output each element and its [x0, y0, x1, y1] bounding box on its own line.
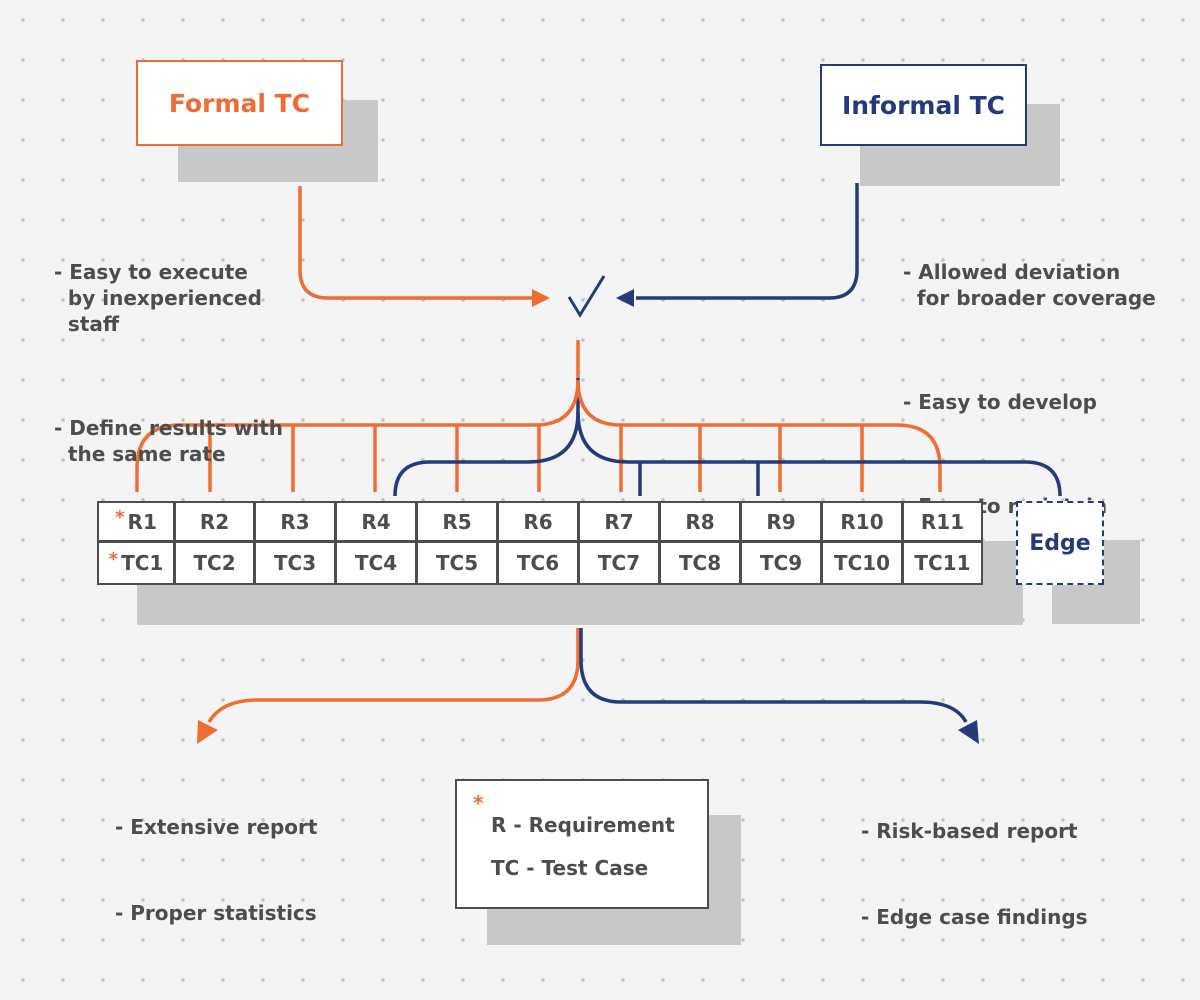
test-case-cell-label: TC9 [759, 551, 803, 575]
legend-test-case: TC - Test Case [491, 856, 649, 880]
requirement-cell: R3 [253, 503, 334, 543]
test-case-cell: TC5 [415, 543, 496, 583]
requirement-cell: R2 [173, 503, 253, 543]
requirement-cell-label: R1 [127, 509, 157, 534]
formal-outcome: - Extensive report [115, 815, 318, 839]
requirement-cell-label: R11 [920, 509, 965, 534]
test-case-cell-label: TC10 [833, 551, 891, 575]
requirement-cell-label: R5 [442, 509, 472, 534]
requirement-cell: R5 [415, 503, 496, 543]
test-case-cell: TC3 [253, 543, 334, 583]
legend-requirement: R - Requirement [491, 813, 675, 837]
test-case-cell: TC4 [334, 543, 415, 583]
requirement-cell: R11 [901, 503, 981, 543]
informal-outcome: - Risk-based report [861, 819, 1078, 843]
test-case-cell: TC8 [658, 543, 739, 583]
row-marker: * [115, 507, 125, 528]
test-case-cell: TC10 [820, 543, 901, 583]
requirement-cell-label: R9 [766, 509, 796, 534]
test-case-cell: TC2 [173, 543, 253, 583]
edge-label: Edge [1029, 530, 1091, 556]
informal-note: - Easy to develop [903, 390, 1097, 414]
formal-outcomes: - Extensive report - Proper statistics [115, 762, 317, 952]
test-case-cell-label: TC6 [516, 551, 560, 575]
requirement-cell: R10 [820, 503, 901, 543]
requirement-cell-label: R10 [840, 509, 884, 534]
requirement-cell-label: R7 [604, 509, 634, 534]
row-marker: * [108, 548, 119, 570]
formal-note: - Define results with the same rate [54, 416, 284, 466]
requirement-cell: R8 [658, 503, 739, 543]
test-case-cell-label: TC2 [193, 551, 236, 575]
test-case-cell-label: TC3 [273, 551, 317, 575]
test-case-cell-label: TC8 [678, 551, 722, 575]
requirement-cell: R7 [577, 503, 658, 543]
informal-outcome: - Edge case findings [861, 905, 1088, 929]
test-case-cell: TC6 [496, 543, 577, 583]
requirement-cell-label: R8 [685, 509, 715, 534]
formal-notes: - Easy to execute by inexperienced staff… [54, 207, 283, 493]
test-case-cell-label: TC7 [597, 551, 641, 575]
requirement-cell-label: R4 [361, 509, 391, 534]
requirement-cell: R4 [334, 503, 415, 543]
requirement-cell-label: R2 [199, 509, 230, 534]
formal-note: - Easy to execute by inexperienced staff [54, 260, 262, 336]
requirement-cell: *R1 [99, 503, 173, 543]
requirement-cell-label: R6 [523, 509, 553, 534]
formal-outcome: - Proper statistics [115, 901, 317, 925]
test-case-cell: TC11 [901, 543, 981, 583]
informal-outcomes: - Risk-based report - Edge case findings [861, 766, 1088, 956]
informal-tc-box: Informal TC [820, 64, 1027, 146]
formal-tc-title: Formal TC [168, 88, 311, 118]
test-case-cell-label: TC4 [354, 551, 398, 575]
informal-tc-title: Informal TC [841, 90, 1006, 120]
test-case-cell-label: TC1 [121, 551, 164, 575]
requirement-cell: R9 [739, 503, 820, 543]
edge-box: Edge [1016, 501, 1104, 585]
formal-tc-box: Formal TC [136, 60, 343, 146]
informal-notes: - Allowed deviation for broader coverage… [903, 207, 1156, 545]
legend-box: * R - Requirement TC - Test Case [455, 779, 709, 909]
test-case-cell-label: TC5 [435, 551, 479, 575]
test-case-cell: TC7 [577, 543, 658, 583]
requirement-cell: R6 [496, 503, 577, 543]
requirement-cell-label: R3 [280, 509, 310, 534]
test-case-cell: TC9 [739, 543, 820, 583]
test-case-cell: *TC1 [99, 543, 173, 583]
test-case-cell-label: TC11 [914, 551, 971, 575]
legend-marker: * [473, 791, 484, 815]
informal-note: - Allowed deviation for broader coverage [903, 260, 1156, 310]
